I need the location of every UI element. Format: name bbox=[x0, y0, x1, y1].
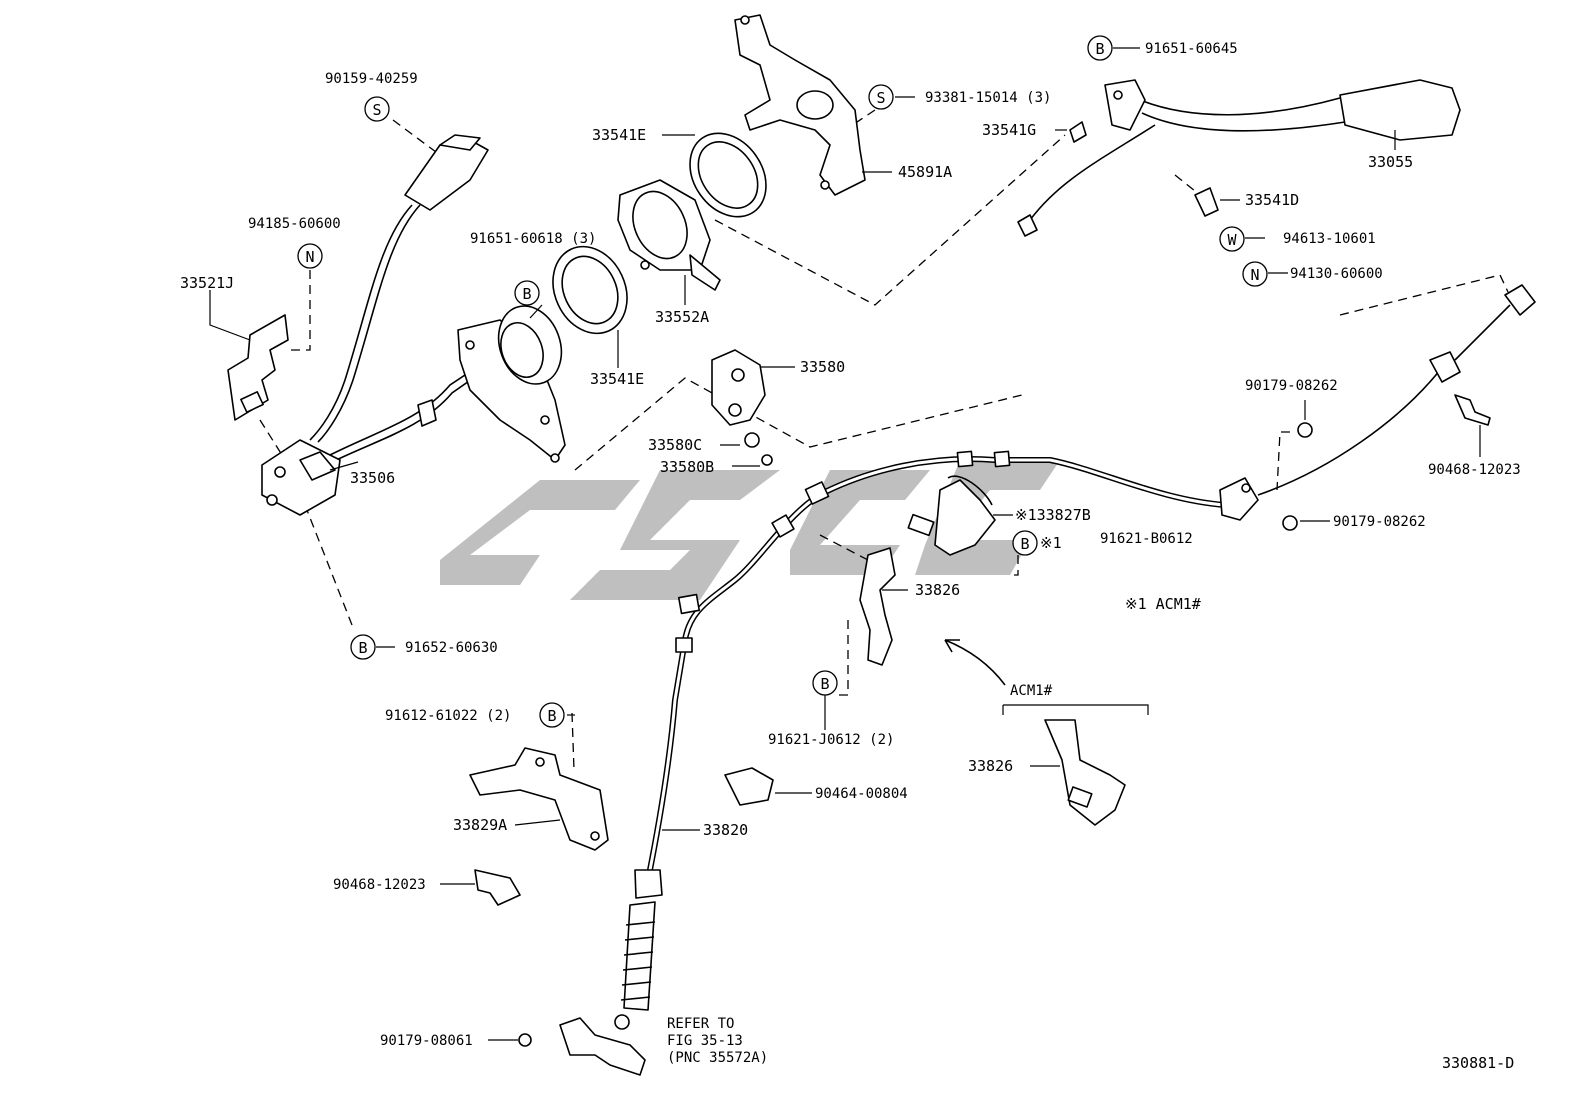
label-33541E-top: 33541E bbox=[592, 126, 646, 144]
label-91651-60618: 91651-60618 (3) bbox=[470, 231, 596, 247]
label-91621-J0612: 91621-J0612 (2) bbox=[768, 732, 894, 748]
svg-text:B: B bbox=[820, 675, 829, 693]
symbol-s2: S bbox=[868, 84, 894, 110]
ring-33541E-lower bbox=[552, 245, 628, 335]
clip-33827B bbox=[907, 475, 996, 556]
clip-90464 bbox=[724, 767, 774, 806]
label-93381-15014: 93381-15014 (3) bbox=[925, 90, 1051, 106]
label-33580B: 33580B bbox=[660, 458, 714, 476]
label-90468-12023-right: 90468-12023 bbox=[1428, 462, 1521, 478]
label-33506: 33506 bbox=[350, 469, 395, 487]
lever-33580 bbox=[711, 349, 773, 466]
svg-text:B: B bbox=[358, 639, 367, 657]
refer-line-2: FIG 35-13 bbox=[667, 1033, 743, 1049]
symbol-b3: B bbox=[1087, 35, 1113, 61]
bracket-33826-acm bbox=[1044, 719, 1126, 826]
svg-text:N: N bbox=[1250, 266, 1259, 284]
label-33552A: 33552A bbox=[655, 308, 709, 326]
symbol-b1: B bbox=[514, 280, 540, 306]
symbol-b6: B bbox=[539, 702, 565, 728]
label-note-acm1: ※1 ACM1# bbox=[1125, 595, 1201, 613]
clip-90468-lower bbox=[474, 869, 521, 906]
part-labels: 90159-40259 94185-60600 33521J 33506 916… bbox=[180, 41, 1521, 1072]
svg-text:S: S bbox=[876, 89, 885, 107]
nuts-90179 bbox=[1282, 422, 1313, 531]
svg-text:B: B bbox=[547, 707, 556, 725]
label-33541D: 33541D bbox=[1245, 191, 1299, 209]
symbol-b5: B bbox=[812, 670, 838, 696]
symbol-n2: N bbox=[1242, 261, 1268, 287]
label-33820: 33820 bbox=[703, 821, 748, 839]
diagram-code: 330881-D bbox=[1442, 1054, 1514, 1072]
collar-33552A bbox=[617, 179, 721, 291]
label-33580C: 33580C bbox=[648, 436, 702, 454]
bracket-33521J bbox=[227, 314, 289, 421]
svg-text:B: B bbox=[1095, 40, 1104, 58]
refer-line-1: REFER TO bbox=[667, 1016, 734, 1032]
unit-with-rings bbox=[457, 305, 566, 463]
label-45891A: 45891A bbox=[898, 163, 952, 181]
cable-33820 bbox=[614, 284, 1536, 1030]
cable-assembly-33506 bbox=[261, 134, 489, 516]
clip-90468-right bbox=[1454, 394, 1491, 426]
symbol-n1: N bbox=[297, 243, 323, 269]
label-33826-mid: 33826 bbox=[915, 581, 960, 599]
bracket-33829A bbox=[469, 747, 609, 851]
symbol-b2: B bbox=[350, 634, 376, 660]
lever-bottom bbox=[518, 1017, 646, 1076]
dashed-lines bbox=[259, 109, 1509, 771]
label-94613-10601: 94613-10601 bbox=[1283, 231, 1376, 247]
ring-33541E-upper bbox=[689, 132, 767, 218]
symbol-s1: S bbox=[364, 96, 390, 122]
label-33055: 33055 bbox=[1368, 153, 1413, 171]
svg-text:N: N bbox=[305, 248, 314, 266]
label-94130-60600: 94130-60600 bbox=[1290, 266, 1383, 282]
label-90468-12023-lower: 90468-12023 bbox=[333, 877, 426, 893]
label-90464-00804: 90464-00804 bbox=[815, 786, 908, 802]
bracket-45891A bbox=[734, 14, 866, 196]
label-94185-60600: 94185-60600 bbox=[248, 216, 341, 232]
label-33541G: 33541G bbox=[982, 121, 1036, 139]
label-91621-B0612: 91621-B0612 bbox=[1100, 531, 1193, 547]
label-33521J: 33521J bbox=[180, 274, 234, 292]
leader-lines bbox=[209, 47, 1481, 1041]
label-90179-08262-mid: 90179-08262 bbox=[1333, 514, 1426, 530]
symbol-w1: W bbox=[1219, 226, 1245, 252]
label-33827B: ※133827B bbox=[1015, 506, 1091, 524]
svg-text:S: S bbox=[372, 101, 381, 119]
bracket-33826 bbox=[859, 547, 896, 666]
shift-lever-33055 bbox=[1017, 79, 1461, 237]
label-33580: 33580 bbox=[800, 358, 845, 376]
label-91612-61022: 91612-61022 (2) bbox=[385, 708, 511, 724]
label-note-1: ※1 bbox=[1040, 534, 1062, 552]
arrow-acm bbox=[944, 639, 1149, 715]
svg-text:W: W bbox=[1227, 231, 1237, 249]
label-90179-08262-top: 90179-08262 bbox=[1245, 378, 1338, 394]
label-33541E-bottom: 33541E bbox=[590, 370, 644, 388]
symbol-b4: B bbox=[1012, 530, 1038, 556]
svg-text:B: B bbox=[1020, 535, 1029, 553]
label-91652-60630: 91652-60630 bbox=[405, 640, 498, 656]
label-90179-08061: 90179-08061 bbox=[380, 1033, 473, 1049]
label-acm1: ACM1# bbox=[1010, 683, 1053, 699]
svg-text:B: B bbox=[522, 285, 531, 303]
label-91651-60645: 91651-60645 bbox=[1145, 41, 1238, 57]
label-33829A: 33829A bbox=[453, 816, 507, 834]
label-33826-acm: 33826 bbox=[968, 757, 1013, 775]
refer-line-3: (PNC 35572A) bbox=[667, 1050, 768, 1066]
label-90159-40259: 90159-40259 bbox=[325, 71, 418, 87]
